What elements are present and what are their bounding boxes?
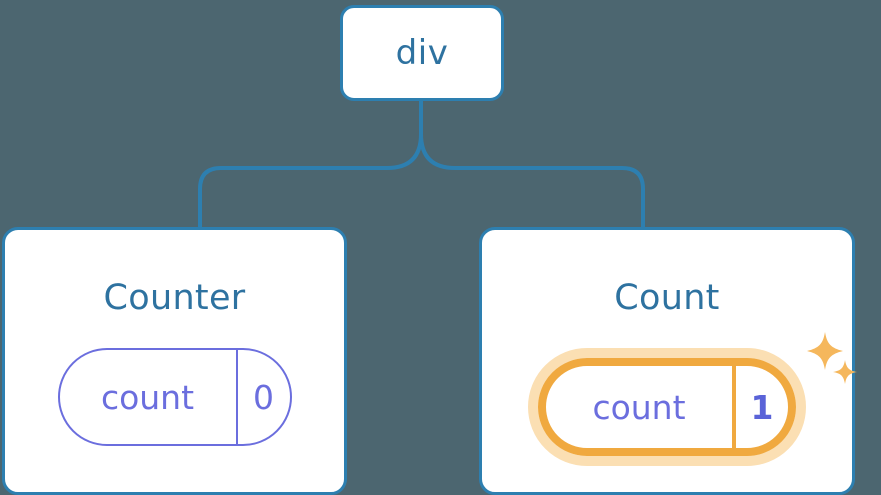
tree-node-counter[interactable]: Counter count 0 bbox=[2, 227, 347, 495]
state-pill-value-label: 0 bbox=[253, 377, 274, 417]
state-pill-value-label: 1 bbox=[750, 387, 774, 427]
count-title: Count bbox=[614, 278, 720, 318]
tree-node-root[interactable]: div bbox=[340, 5, 504, 101]
state-pill-key-cell: count bbox=[546, 366, 736, 448]
counter-title: Counter bbox=[103, 278, 246, 318]
state-pill-key-label: count bbox=[100, 377, 195, 417]
count-state-pill-wrap: count 1 bbox=[482, 348, 852, 466]
state-pill-glow-ring: count 1 bbox=[528, 348, 806, 466]
state-pill-key-cell: count bbox=[60, 350, 238, 444]
state-pill-value-cell: 1 bbox=[736, 366, 788, 448]
state-pill-count[interactable]: count 0 bbox=[57, 348, 292, 446]
state-pill-value-cell: 0 bbox=[238, 350, 290, 444]
counter-state-pill-wrap: count 0 bbox=[5, 348, 344, 446]
state-pill-key-label: count bbox=[592, 387, 686, 427]
root-node-label: div bbox=[395, 33, 449, 73]
state-pill-count-updated[interactable]: count 1 bbox=[538, 358, 796, 456]
tree-node-count[interactable]: Count count 1 bbox=[479, 227, 857, 495]
